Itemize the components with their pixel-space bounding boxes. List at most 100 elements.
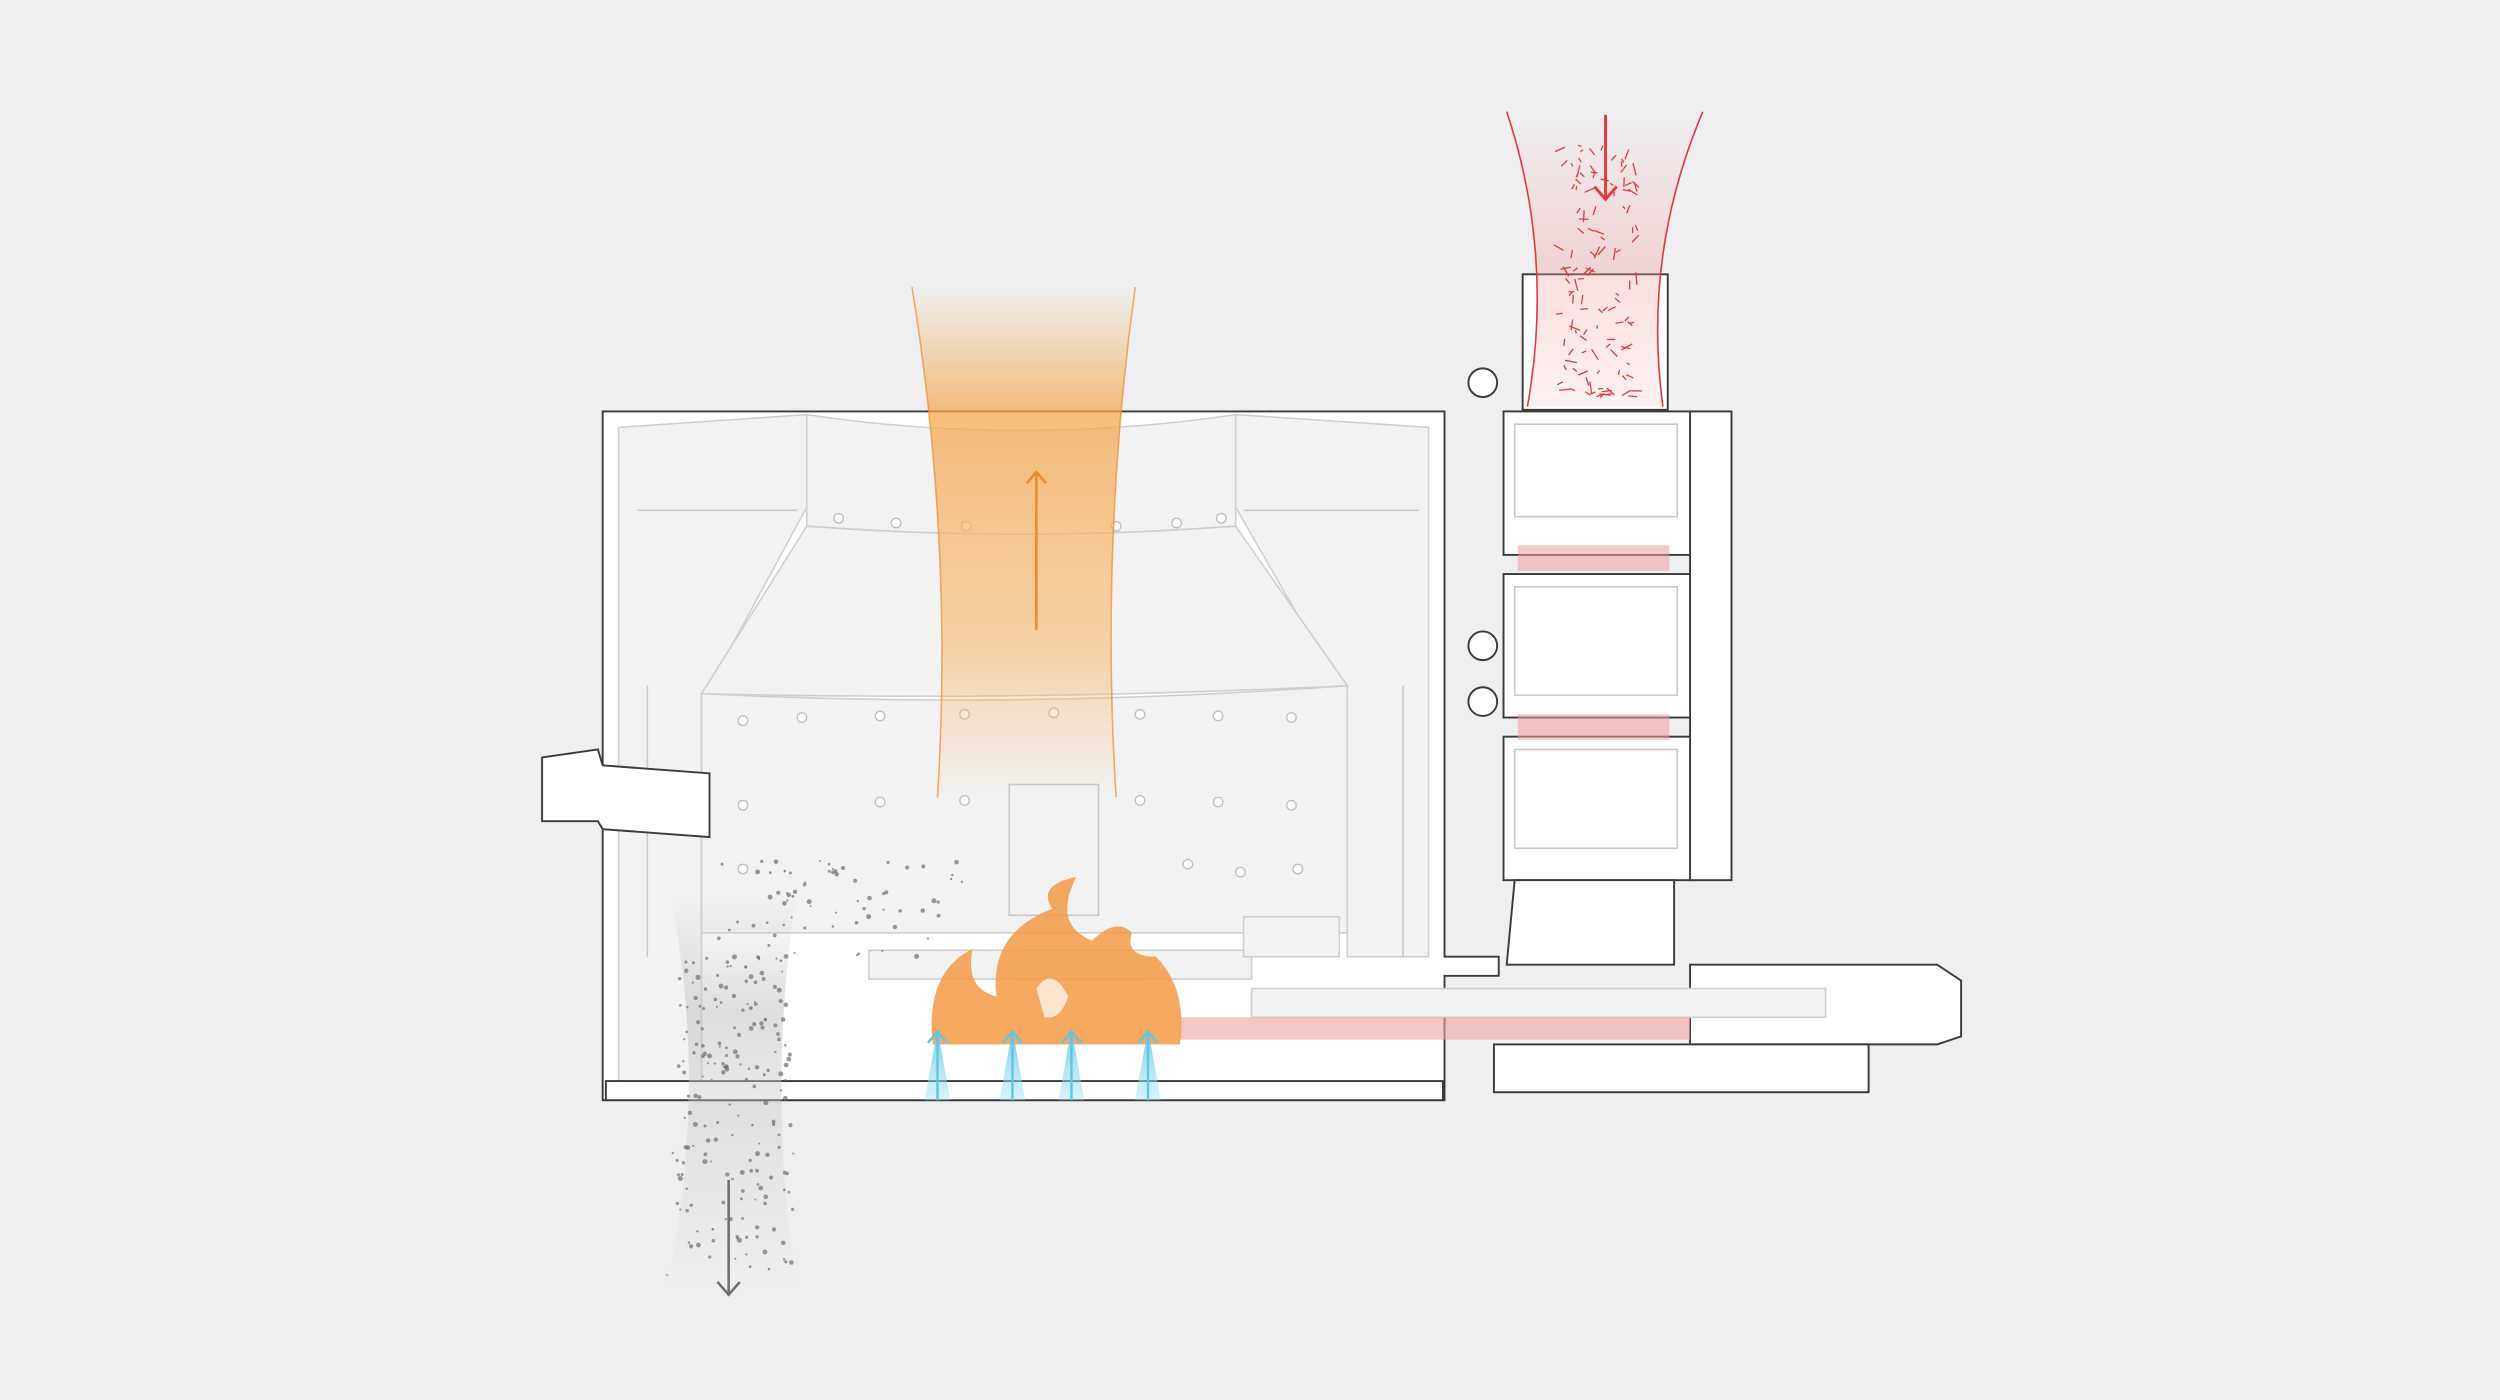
ash-particle xyxy=(731,1133,734,1137)
ash-particle xyxy=(740,1189,745,1193)
ash-particle xyxy=(914,953,920,959)
fuel-chip xyxy=(1598,308,1604,314)
fuel-chip xyxy=(1555,312,1563,315)
ash-particle xyxy=(760,859,764,864)
ash-particle xyxy=(753,980,758,985)
ash-particle xyxy=(783,1095,788,1101)
fuel-chip xyxy=(1599,393,1605,398)
ash-particle xyxy=(755,1225,760,1230)
ash-particle xyxy=(827,862,831,866)
ash-particle xyxy=(711,1227,715,1231)
ash-particle xyxy=(758,1142,761,1145)
ash-particle xyxy=(782,901,787,906)
ash-particle xyxy=(724,1065,729,1069)
ash-particle xyxy=(776,890,781,895)
ash-particle xyxy=(688,1244,694,1249)
fuel-chip xyxy=(1587,227,1595,232)
ash-particle xyxy=(758,1185,764,1191)
fuel-chip xyxy=(1599,393,1611,396)
ash-particle xyxy=(862,907,866,911)
fuel-chip xyxy=(1610,154,1617,161)
fuel-chip xyxy=(1602,306,1608,312)
fuel-chip xyxy=(1609,182,1614,187)
ash-particle xyxy=(702,1007,706,1010)
fuel-chip xyxy=(1572,367,1578,373)
fuel-chip xyxy=(1624,316,1630,322)
ash-particle xyxy=(691,981,694,984)
fuel-chip xyxy=(1591,348,1599,361)
ash-particle xyxy=(779,959,783,963)
ash-particle xyxy=(761,976,766,981)
fuel-chip xyxy=(1607,392,1614,396)
ash-particle xyxy=(778,998,783,1004)
ash-particle xyxy=(726,965,729,968)
ash-particle xyxy=(775,957,778,960)
ash-particle xyxy=(693,995,698,1001)
ash-particle xyxy=(721,1070,726,1075)
fuel-chip xyxy=(1597,246,1606,256)
ash-particle xyxy=(768,871,772,874)
ash-particle xyxy=(694,1042,699,1047)
fuel-chip xyxy=(1570,249,1573,259)
fuel-chip xyxy=(1554,146,1566,153)
ash-particle xyxy=(685,1208,689,1213)
ash-particle xyxy=(715,1005,718,1008)
ash-particle xyxy=(763,1017,768,1022)
ash-particle xyxy=(781,1240,786,1246)
ash-particle xyxy=(803,926,807,930)
ash-arrow-down-icon xyxy=(716,1179,741,1297)
fuel-chip xyxy=(1615,321,1624,324)
ash-particle xyxy=(771,1119,776,1124)
ash-particle xyxy=(784,1078,787,1082)
fuel-chip xyxy=(1614,297,1621,303)
ash-particle xyxy=(702,1051,708,1056)
fuel-chip xyxy=(1568,325,1581,331)
fuel-chip xyxy=(1582,210,1585,223)
fuel-chip xyxy=(1590,171,1598,174)
ash-particle xyxy=(732,1049,738,1055)
ash-particle xyxy=(831,925,835,928)
ash-particle xyxy=(752,1022,757,1027)
ash-particle xyxy=(745,1235,749,1239)
fuel-chip xyxy=(1624,182,1632,187)
fuel-arrow-down-icon xyxy=(1593,114,1618,202)
ash-particle xyxy=(734,1257,737,1260)
ash-particle xyxy=(725,1172,730,1177)
ash-particle xyxy=(790,916,793,919)
combustion-air-inlets xyxy=(924,1028,1161,1101)
ash-particle xyxy=(788,1123,793,1128)
fuel-chip xyxy=(1576,165,1581,178)
ash-particle xyxy=(748,974,754,980)
ash-particle xyxy=(684,960,688,964)
fuel-chip xyxy=(1582,266,1592,275)
ash-particle xyxy=(728,928,731,932)
ash-particle xyxy=(960,880,964,883)
ash-particle xyxy=(755,1235,759,1239)
ash-particle xyxy=(886,860,890,864)
ash-particle xyxy=(682,1060,685,1063)
ash-particle xyxy=(684,968,689,973)
fuel-chip xyxy=(1632,163,1637,176)
fuel-chip xyxy=(1580,307,1589,310)
fuel-chip xyxy=(1628,395,1638,398)
ash-particle xyxy=(739,1197,743,1201)
ash-particle xyxy=(696,1230,699,1233)
ash-particle xyxy=(746,1002,749,1006)
ash-particle xyxy=(692,1144,695,1147)
ash-particle xyxy=(853,878,858,883)
ash-particle xyxy=(718,983,724,989)
fuel-chip xyxy=(1579,149,1584,153)
ash-particle xyxy=(949,877,953,881)
ash-particle xyxy=(765,921,769,925)
ash-particle xyxy=(729,965,732,968)
ash-particle xyxy=(771,1122,776,1126)
ash-particle xyxy=(720,862,724,866)
ash-particle xyxy=(763,1194,769,1200)
fuel-chip xyxy=(1564,359,1578,364)
ash-particle xyxy=(760,1025,765,1030)
ash-particle xyxy=(818,860,821,863)
ash-particle xyxy=(926,937,930,940)
ash-particle xyxy=(936,900,940,904)
ash-particle xyxy=(766,1068,770,1073)
ash-particle xyxy=(791,1207,795,1211)
